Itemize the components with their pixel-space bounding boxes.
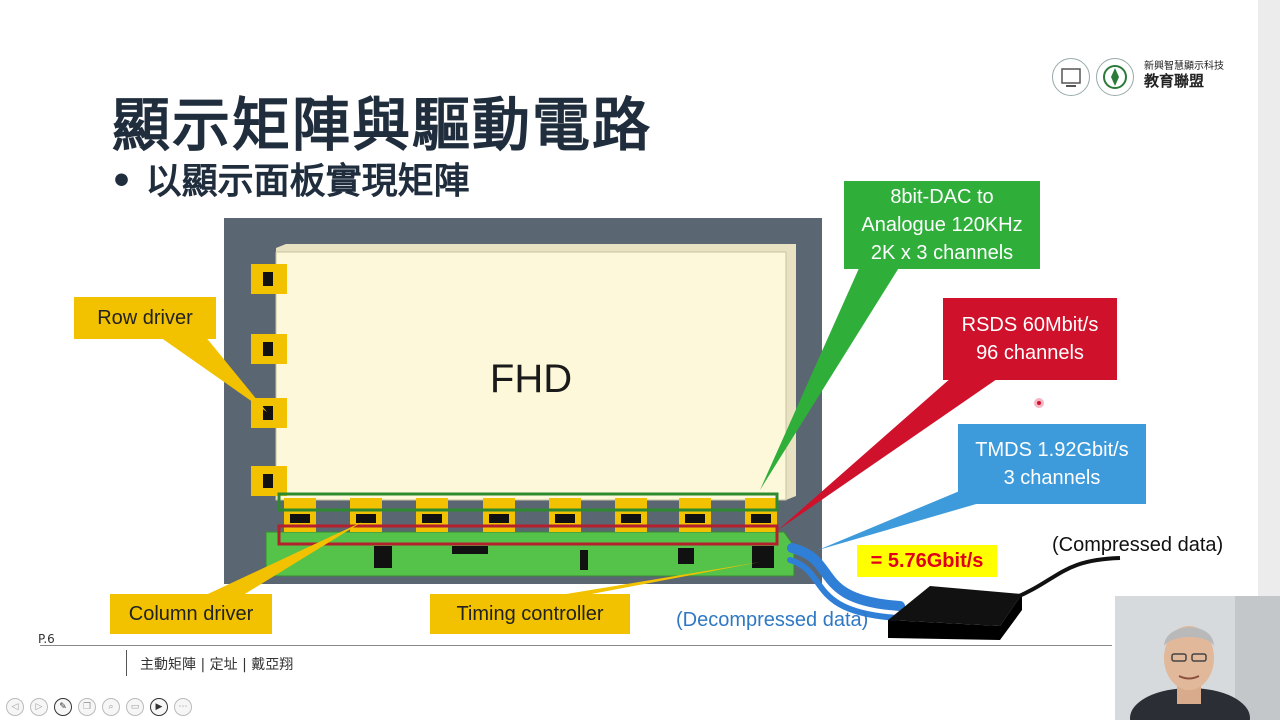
footer-divider — [40, 645, 1112, 646]
laser-pointer-icon — [1034, 398, 1044, 408]
row-driver-pointer — [150, 330, 267, 412]
pcb-chip — [580, 550, 588, 570]
control-pcb — [265, 531, 795, 577]
timing-controller-pointer — [530, 562, 760, 600]
logo-line2: 教育聯盟 — [1144, 72, 1205, 90]
dac-pointer — [760, 266, 900, 490]
row-driver-label: Row driver — [74, 297, 216, 339]
dac-label: 8bit-DAC to Analogue 120KHz 2K x 3 chann… — [844, 181, 1040, 269]
footer-bar — [126, 650, 127, 676]
logo-line1: 新興智慧顯示科技 — [1144, 61, 1224, 72]
tmds-pointer — [818, 490, 990, 550]
rsds-pointer — [778, 370, 1010, 530]
slide-title: 顯示矩陣與驅動電路 — [112, 91, 653, 159]
compressed-cable — [1009, 556, 1121, 602]
rsds-label: RSDS 60Mbit/s 96 channels — [943, 298, 1117, 380]
panel-label: FHD — [490, 357, 572, 401]
copy-icon[interactable]: ❐ — [78, 698, 96, 716]
presenter-webcam — [1115, 596, 1280, 720]
rsds-highlight — [277, 524, 779, 546]
pcb-chip — [678, 548, 694, 564]
tmds-cable — [787, 543, 905, 611]
display-panel — [275, 251, 787, 501]
next-icon[interactable]: ▷ — [30, 698, 48, 716]
ministry-seal-icon — [1096, 58, 1134, 96]
presenter-toolbar: ◁ ▷ ✎ ❐ ⌕ ▭ ▶ ⋯ — [6, 698, 192, 718]
timing-controller-label: Timing controller — [430, 594, 630, 634]
zoom-icon[interactable]: ⌕ — [102, 698, 120, 716]
row-drivers — [251, 264, 287, 496]
camera-icon[interactable]: ▶ — [150, 698, 168, 716]
decompressed-label: (Decompressed data) — [676, 609, 869, 631]
pen-icon[interactable]: ✎ — [54, 698, 72, 716]
pcb-chip — [452, 546, 488, 554]
page-number: P.6 — [38, 632, 55, 646]
timing-controller-chip — [752, 546, 774, 568]
bullet-symbol: • — [110, 161, 134, 202]
tmds-cable-strand — [787, 557, 901, 621]
pcb-chip — [374, 546, 392, 568]
tmds-label: TMDS 1.92Gbit/s 3 channels — [958, 424, 1146, 504]
footer-text: 主動矩陣 | 定址 | 戴亞翔 — [140, 657, 294, 673]
display-logo-icon — [1052, 58, 1090, 96]
bullet-text: 以顯示面板實現矩陣 — [145, 161, 470, 202]
right-margin-strip — [1258, 0, 1280, 720]
bullet-point: • 以顯示面板實現矩陣 — [110, 152, 470, 204]
dac-highlight — [277, 492, 779, 512]
column-driver-label: Column driver — [110, 594, 272, 634]
compressed-label: (Compressed data) — [1052, 534, 1224, 556]
column-driver-pointer — [195, 522, 362, 600]
decoder-box — [888, 586, 1022, 626]
previous-icon[interactable]: ◁ — [6, 698, 24, 716]
more-icon[interactable]: ⋯ — [174, 698, 192, 716]
rate-label: = 5.76Gbit/s — [857, 545, 997, 577]
subtitle-icon[interactable]: ▭ — [126, 698, 144, 716]
